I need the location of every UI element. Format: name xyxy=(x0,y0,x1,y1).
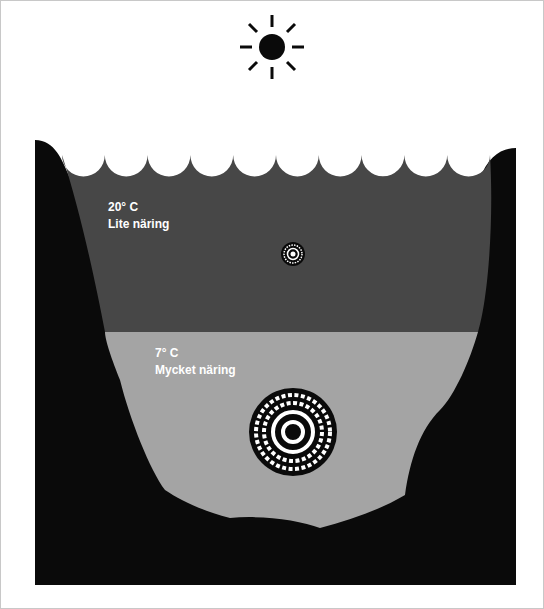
nutrient-label: Lite näring xyxy=(108,216,174,233)
nutrient-label: Mycket näring xyxy=(155,362,240,379)
small-plankton-symbol xyxy=(281,242,305,266)
large-plankton-symbol xyxy=(249,388,337,476)
cold-water-layer xyxy=(105,332,478,528)
sun-symbol xyxy=(240,15,304,79)
temperature-label: 7° C xyxy=(155,345,240,362)
cold-layer-band: 7° CMycket näring xyxy=(155,345,240,381)
temperature-label: 20° C xyxy=(108,199,174,216)
warm-water-layer xyxy=(62,155,491,332)
land xyxy=(35,140,516,585)
warm-layer-band: 20° CLite näring xyxy=(108,199,174,235)
